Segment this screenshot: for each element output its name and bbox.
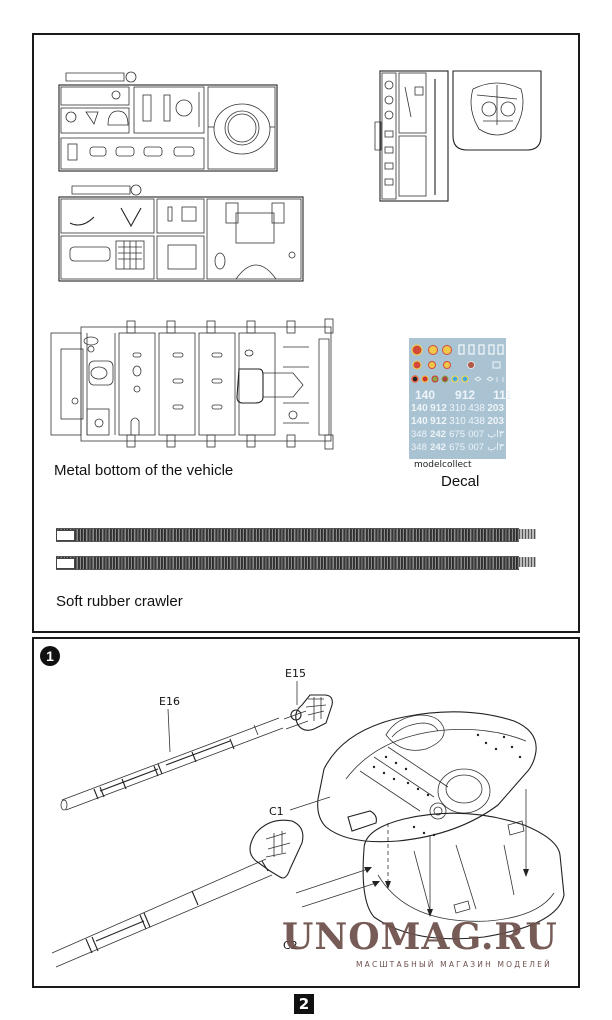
decal-number: 203 [487, 403, 504, 414]
watermark-subtitle: МАСШТАБНЫЙ МАГАЗИН МОДЕЛЕЙ [356, 960, 552, 969]
sprue-top-right [374, 70, 542, 202]
page-number: 2 [294, 994, 314, 1014]
decal-caption: Decal [441, 473, 480, 490]
decal-brand-logo: modelcollect [414, 460, 472, 470]
barrel-e16 [60, 717, 284, 811]
decal-number: 007 [468, 442, 485, 453]
decal-number: 242 [430, 442, 446, 453]
decal-number: 007 [468, 429, 485, 440]
sprue-middle-left [58, 184, 304, 282]
crossmembers [118, 332, 276, 436]
part-label-e16: E16 [158, 695, 181, 708]
decal-number: 675 [449, 429, 465, 440]
decal-row-1: 140 912 111 [409, 388, 512, 402]
metal-bottom-drawing [50, 318, 334, 450]
sprue-top-left [58, 71, 278, 172]
decal-number: 912 [430, 403, 447, 414]
decal-number: 912 [455, 388, 476, 402]
road-wheel-stubs [126, 318, 334, 450]
decal-number: 140 [411, 403, 428, 414]
suspension-arms [283, 346, 309, 424]
decal-number: 348 [411, 429, 427, 440]
decal-number: 203 [487, 416, 504, 427]
decal-number: ٣اب [487, 442, 504, 453]
decal-insignia-row [411, 344, 504, 383]
decal-number: 310 [449, 403, 466, 414]
turret-c1 [317, 711, 537, 843]
decal-number: 242 [430, 429, 446, 440]
decal-number: 438 [468, 403, 485, 414]
decal-number: 675 [449, 442, 465, 453]
decal-number: 310 [449, 416, 466, 427]
part-label-c2: C2 [282, 939, 299, 952]
decal-number: 348 [411, 442, 427, 453]
step-number-badge: 1 [40, 646, 60, 666]
mantlet-e15 [283, 694, 333, 731]
watermark-logo: UNOMAG.RU [282, 916, 558, 958]
assembly-arrows [295, 789, 529, 917]
assembly-drawing [51, 681, 565, 968]
decal-number: ٣اب [487, 429, 504, 440]
part-label-e15: E15 [284, 667, 307, 680]
turret-base-c2 [362, 812, 565, 940]
assembly-step-panel: 1 [32, 637, 580, 988]
decal-number: 140 [411, 416, 428, 427]
decal-number: 912 [430, 416, 447, 427]
barrel-lower [51, 819, 304, 968]
decal-number: 111 [493, 388, 512, 402]
crawler-caption: Soft rubber crawler [56, 593, 183, 610]
part-label-c1: C1 [268, 805, 285, 818]
metal-bottom-caption: Metal bottom of the vehicle [54, 462, 234, 479]
decal-number: 140 [415, 388, 436, 402]
turret-rivets [372, 733, 522, 837]
decal-number: 438 [468, 416, 485, 427]
